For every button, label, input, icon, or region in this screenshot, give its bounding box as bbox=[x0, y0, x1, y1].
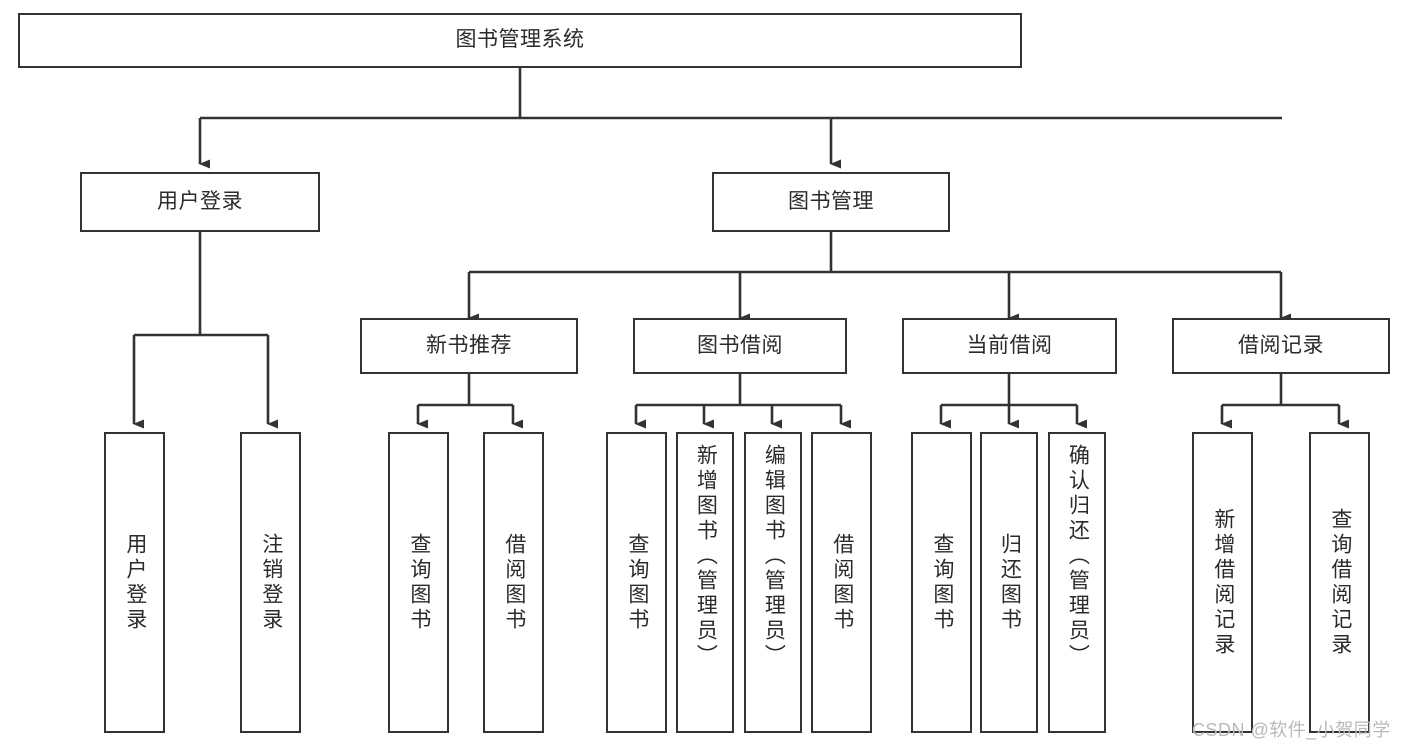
node-label: 查询借阅记录 bbox=[1328, 507, 1352, 658]
csdn-watermark: CSDN @软件_小贺同学 bbox=[1192, 720, 1391, 740]
node-book-borrow[interactable]: 图书借阅 bbox=[633, 318, 847, 374]
node-label: 查询图书 bbox=[407, 532, 431, 633]
node-new-book-recommend[interactable]: 新书推荐 bbox=[360, 318, 578, 374]
leaf-add-borrow-record[interactable]: 新增借阅记录 bbox=[1192, 432, 1253, 733]
node-label: 编辑图书（管理员） bbox=[762, 444, 786, 669]
leaf-edit-book-admin[interactable]: 编辑图书（管理员） bbox=[744, 432, 802, 733]
node-label: 归还图书 bbox=[998, 532, 1022, 633]
node-label: 查询图书 bbox=[930, 532, 954, 633]
node-label: 新书推荐 bbox=[426, 333, 512, 357]
node-label: 用户登录 bbox=[157, 189, 243, 213]
node-label: 图书管理系统 bbox=[455, 28, 585, 52]
node-label: 用户登录 bbox=[123, 532, 147, 633]
leaf-user-logout[interactable]: 注销登录 bbox=[240, 432, 301, 733]
node-user-login[interactable]: 用户登录 bbox=[80, 172, 320, 232]
node-root-book-management-system[interactable]: 图书管理系统 bbox=[18, 13, 1022, 68]
leaf-query-book-new-recommend[interactable]: 查询图书 bbox=[388, 432, 449, 733]
leaf-borrow-book-borrow[interactable]: 借阅图书 bbox=[811, 432, 872, 733]
node-label: 查询图书 bbox=[625, 532, 649, 633]
leaf-confirm-return-admin[interactable]: 确认归还（管理员） bbox=[1048, 432, 1106, 733]
node-book-management[interactable]: 图书管理 bbox=[712, 172, 950, 232]
leaf-add-book-admin[interactable]: 新增图书（管理员） bbox=[676, 432, 734, 733]
node-label: 借阅图书 bbox=[830, 532, 854, 633]
node-label: 注销登录 bbox=[259, 532, 283, 633]
leaf-query-book-borrow[interactable]: 查询图书 bbox=[606, 432, 667, 733]
node-label: 新增借阅记录 bbox=[1211, 507, 1235, 658]
node-label: 当前借阅 bbox=[966, 333, 1053, 357]
node-label: 图书管理 bbox=[788, 189, 874, 213]
leaf-return-book[interactable]: 归还图书 bbox=[980, 432, 1038, 733]
node-current-borrow[interactable]: 当前借阅 bbox=[902, 318, 1117, 374]
leaf-query-book-current[interactable]: 查询图书 bbox=[911, 432, 972, 733]
node-label: 图书借阅 bbox=[697, 333, 783, 357]
leaf-query-borrow-record[interactable]: 查询借阅记录 bbox=[1309, 432, 1370, 733]
leaf-borrow-book-new-recommend[interactable]: 借阅图书 bbox=[483, 432, 544, 733]
node-label: 确认归还（管理员） bbox=[1066, 444, 1090, 669]
node-label: 借阅图书 bbox=[502, 532, 526, 633]
node-label: 借阅记录 bbox=[1238, 333, 1324, 357]
leaf-user-login[interactable]: 用户登录 bbox=[104, 432, 165, 733]
node-borrow-records[interactable]: 借阅记录 bbox=[1172, 318, 1390, 374]
node-label: 新增图书（管理员） bbox=[694, 444, 718, 669]
